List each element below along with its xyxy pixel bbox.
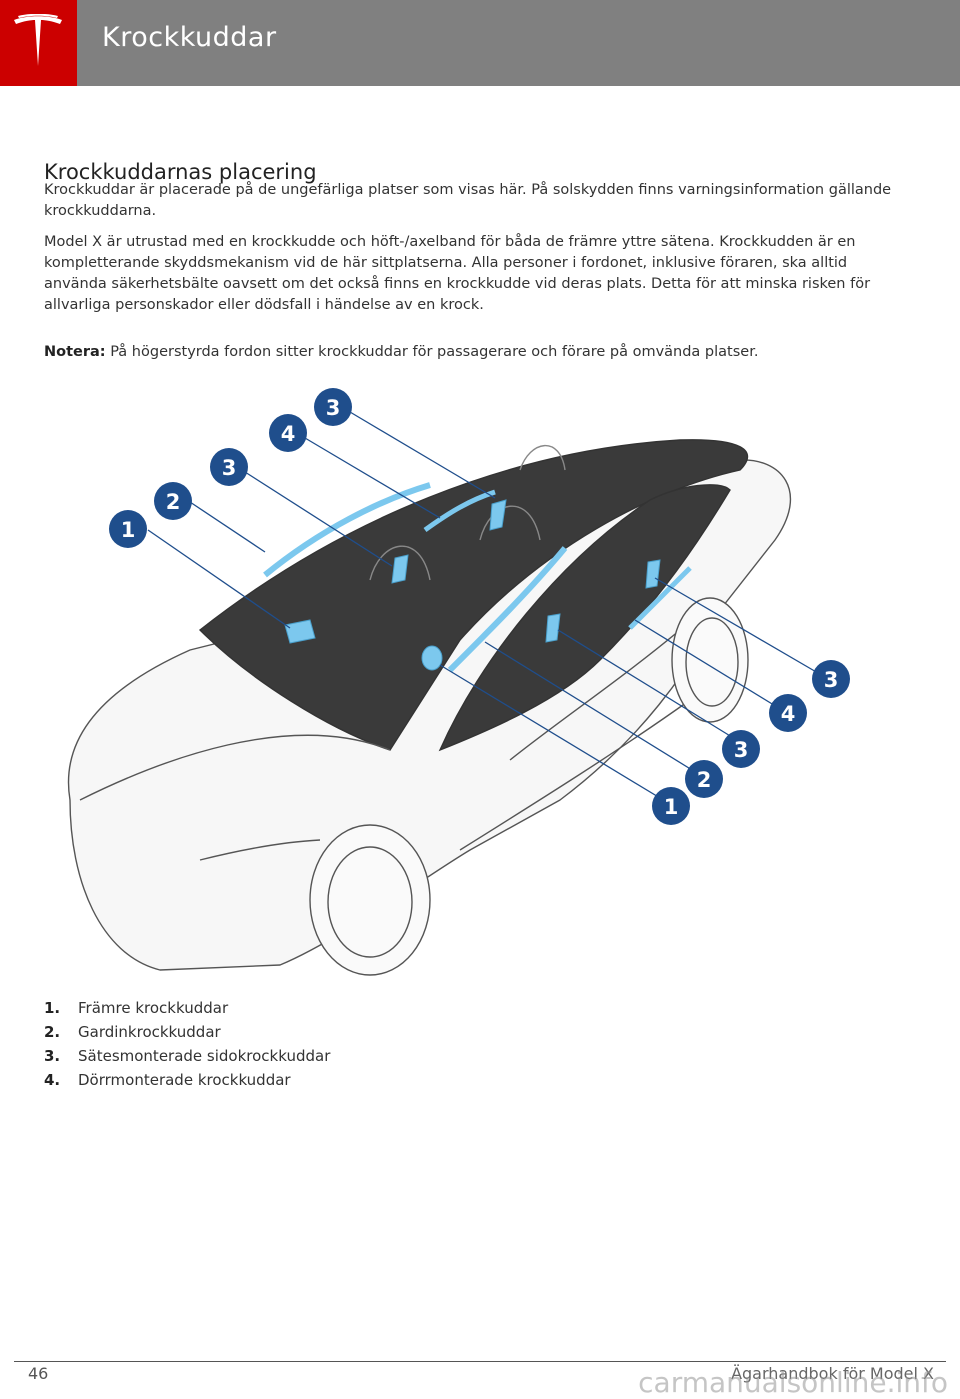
leader-lines [147,411,831,805]
legend-number: 2. [44,1023,61,1041]
front-airbag-driver [421,645,443,671]
curtain-airbag-right [447,546,568,673]
callout-left-5 [314,388,352,426]
legend-text: Främre krockkuddar [78,999,229,1017]
callout-badges: 1 2 3 4 3 3 4 3 2 1 [109,388,850,825]
callout-left-2-label: 2 [166,490,181,514]
airbag-markers [263,482,692,673]
windshield-roof [198,439,749,751]
legend-text: Dörrmonterade krockkuddar [78,1071,291,1089]
legend-text: Gardinkrockkuddar [78,1023,221,1041]
callout-right-5 [652,787,690,825]
callout-left-3-label: 3 [222,456,237,480]
seat-outline [369,444,566,581]
front-airbag-passenger [284,619,316,644]
legend-text: Sätesmonterade sidokrockkuddar [78,1047,331,1065]
page-title: Krockkuddar [102,22,277,53]
callout-right-1-label: 3 [824,668,839,692]
note-label: Notera: [44,344,106,360]
door-line [509,629,681,761]
legend-item: 1. Främre krockkuddar [44,996,330,1020]
legend-item: 2. Gardinkrockkuddar [44,1020,330,1044]
callout-left-4-label: 4 [281,422,296,446]
legend-item: 4. Dörrmonterade krockkuddar [44,1068,330,1092]
callout-right-4-label: 2 [697,768,712,792]
note-text: På högerstyrda fordon sitter krockkuddar… [105,344,759,360]
legend-number: 1. [44,999,61,1017]
note-paragraph: Notera: På högerstyrda fordon sitter kro… [44,342,904,363]
airbag-legend: 1. Främre krockkuddar 2. Gardinkrockkuddar… [44,996,330,1092]
airbag-location-diagram: 1 2 3 4 3 3 4 3 2 1 [67,388,850,976]
callout-left-2 [154,482,192,520]
brand-logo [0,0,77,86]
callout-right-1 [812,660,850,698]
page-header: Krockkuddar [0,0,960,86]
side-window [438,484,731,752]
hood-line [79,734,391,801]
page-number: 46 [28,1364,49,1383]
tesla-logo-icon [14,14,62,66]
legend-number: 3. [44,1047,61,1065]
callout-right-4 [685,760,723,798]
callout-left-5-label: 3 [326,396,341,420]
car-illustration [67,439,792,976]
manual-title: Ägarhandbok för Model X [731,1364,934,1383]
callout-left-3 [210,448,248,486]
callout-right-3-label: 3 [734,738,749,762]
footer-divider [14,1361,946,1362]
seat-airbag-left-front [391,554,409,584]
section-title: Krockkuddarnas placering [44,160,317,185]
door-airbag-right [628,566,692,630]
watermark-text: carmanualsonline.info [638,1366,948,1399]
curtain-airbag-left [263,482,431,578]
sill-line [459,699,691,851]
callout-left-1 [109,510,147,548]
front-wheel-inner [327,846,413,958]
seatbelt-paragraph: Model X är utrustad med en krockkudde oc… [44,234,871,313]
seat-airbag-left-rear [489,499,507,531]
callout-right-2 [769,694,807,732]
callout-right-3 [722,730,760,768]
rear-wheel-inner [685,617,739,707]
seat-airbag-right-front [545,613,561,643]
callout-right-2-label: 4 [781,702,796,726]
legend-item: 3. Sätesmonterade sidokrockkuddar [44,1044,330,1068]
callout-left-1-label: 1 [121,518,136,542]
legend-number: 4. [44,1071,61,1089]
intro-paragraph: Krockkuddar är placerade på de ungefärli… [44,182,892,219]
callout-right-5-label: 1 [664,795,679,819]
rear-wheel [671,597,749,723]
seat-airbag-right-rear [645,559,661,589]
callout-left-4 [269,414,307,452]
headlight [199,839,321,861]
